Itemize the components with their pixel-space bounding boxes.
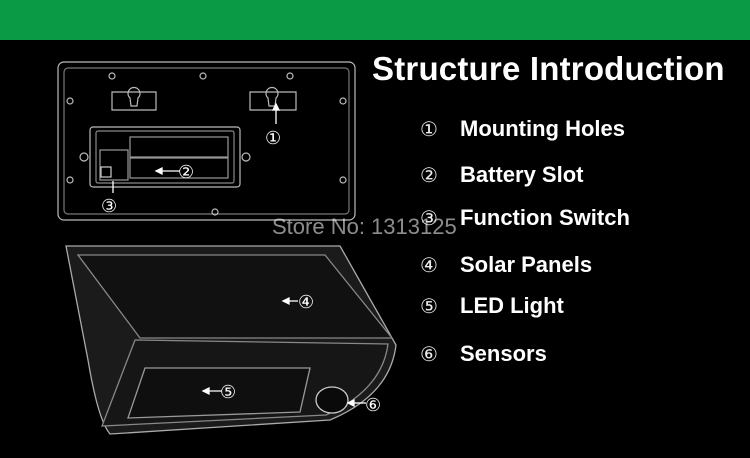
callout-6: ⑥ xyxy=(365,395,381,416)
feature-label: Sensors xyxy=(460,341,547,366)
feature-label: LED Light xyxy=(460,293,564,318)
feature-label: Solar Panels xyxy=(460,252,593,277)
back-panel xyxy=(57,61,356,221)
feature-function-switch: ③ Function Switch xyxy=(420,203,630,233)
feature-label: Mounting Holes xyxy=(460,116,625,141)
callout-5: ⑤ xyxy=(220,382,236,403)
feature-label: Function Switch xyxy=(460,205,630,230)
feature-number: ⑥ xyxy=(420,342,438,366)
callout-3: ③ xyxy=(101,196,117,217)
callout-1: ① xyxy=(265,128,281,149)
feature-number: ④ xyxy=(420,253,438,277)
page-title: Structure Introduction xyxy=(372,50,725,87)
feature-number: ① xyxy=(420,117,438,141)
callout-2: ② xyxy=(178,162,194,183)
store-watermark: Store No: 1313125 xyxy=(272,214,457,239)
feature-led-light: ⑤ LED Light xyxy=(420,291,564,321)
lamp-body xyxy=(65,245,397,435)
feature-mounting-holes: ① Mounting Holes xyxy=(420,114,625,144)
header-bar xyxy=(0,0,750,40)
feature-number: ③ xyxy=(420,206,438,230)
feature-solar-panels: ④ Solar Panels xyxy=(420,250,592,280)
feature-sensors: ⑥ Sensors xyxy=(420,339,547,369)
feature-number: ② xyxy=(420,163,438,187)
callout-4: ④ xyxy=(298,292,314,313)
feature-label: Battery Slot xyxy=(460,162,584,187)
feature-battery-slot: ② Battery Slot xyxy=(420,160,583,190)
feature-number: ⑤ xyxy=(420,294,438,318)
